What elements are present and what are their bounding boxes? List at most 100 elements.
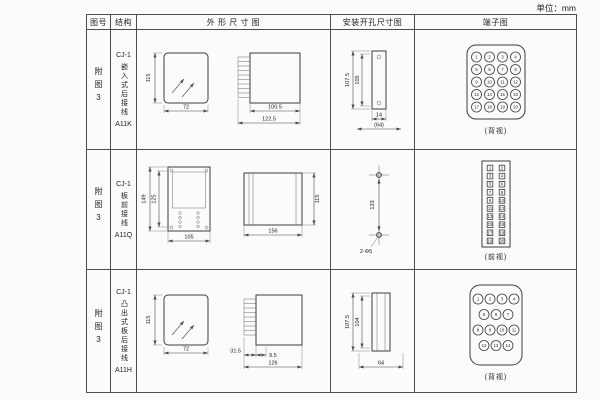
terminal-pin <box>496 88 508 100</box>
structure-cell: CJ-1 凸出式板后接线 A11H <box>110 269 137 393</box>
terminal-pin <box>486 180 493 187</box>
dim-label-107-5: 107.5 <box>345 315 351 329</box>
front-view-body <box>167 166 210 231</box>
model-label: CJ-1 <box>116 180 131 188</box>
terminal-pin <box>496 76 508 87</box>
terminal-number: 6 <box>494 312 497 317</box>
terminal-number: 7 <box>501 67 504 72</box>
table-row-a11q: 附图3 CJ-1 板前接线 A11Q <box>86 149 577 270</box>
terminal-number: 17 <box>474 104 479 109</box>
front-view-body <box>163 52 208 103</box>
dim-label-total-depth: 122.5 <box>262 116 276 122</box>
front-view-body <box>163 294 208 345</box>
terminal-pin <box>470 76 482 87</box>
terminal-pin <box>502 339 513 351</box>
corner-hole <box>169 168 173 172</box>
mounting-drawing-a11k: 107.5 105 14 (64) <box>345 50 401 131</box>
terminal-pin <box>496 51 508 62</box>
terminal-number: 19 <box>487 238 492 243</box>
cutout-outline <box>371 292 390 351</box>
dim-label-115: 115 <box>315 194 321 203</box>
structure-cell: CJ-1 嵌入式后接线 A11K <box>110 29 137 150</box>
corner-hole <box>169 225 173 229</box>
terminal-number: 13 <box>474 92 479 97</box>
knob-arrow-icon <box>171 78 184 93</box>
dim-label-width: 72 <box>182 346 188 352</box>
dim-label-105: 105 <box>184 234 193 240</box>
extension-lines <box>243 172 316 237</box>
terminal-number: 16 <box>513 92 518 97</box>
terminal-number: 13 <box>487 214 492 219</box>
terminal-number: 2 <box>500 165 503 170</box>
extension-lines <box>350 292 370 351</box>
cutout-details <box>376 292 385 351</box>
terminal-pin <box>478 308 489 320</box>
terminal-number: 12 <box>499 206 504 211</box>
terminal-pin <box>486 196 493 204</box>
terminal-pin <box>486 204 493 212</box>
terminal-number: 5 <box>488 181 491 186</box>
mounting-cell: 133 2-Φ5 <box>330 149 415 270</box>
terminal-pin <box>486 229 493 236</box>
table-row-a11k: 附图3 CJ-1 嵌入式后接线 A11K 1 15 <box>86 29 577 150</box>
extension-lines <box>350 50 370 109</box>
terminal-pin <box>496 324 507 335</box>
structure-name-label: 凸出式板后接线 <box>120 299 128 363</box>
dim-label-9-5: 9.5 <box>269 353 277 359</box>
terminal-block-outline <box>466 44 525 119</box>
terminal-strip-outline <box>481 160 510 247</box>
cutout-outline <box>371 50 386 109</box>
terminal-pin <box>502 308 513 320</box>
terminal-number: 15 <box>500 92 505 97</box>
terminal-pin <box>472 324 483 335</box>
dim-label-104: 104 <box>355 317 361 326</box>
hole-spec-label: 2-Φ5 <box>359 249 371 255</box>
terminal-pin <box>498 221 505 228</box>
outline-drawing-a11q: 149 125 105 156 115 <box>141 166 321 243</box>
model-label: CJ-1 <box>116 288 131 296</box>
table-header-row: 图号 结构 外 形 尺 寸 图 安装开孔尺寸图 端子图 <box>86 14 577 30</box>
terminal-number: 7 <box>488 189 491 194</box>
outline-cell: 115 72 100.5 122.5 <box>136 29 331 150</box>
mounting-hole <box>375 171 382 178</box>
knob-arrow-icon <box>181 82 194 97</box>
terminal-number: 18 <box>487 104 492 109</box>
view-caption: (前视) <box>484 252 507 261</box>
terminal-block-outline <box>469 284 522 365</box>
code-label: A11Q <box>114 231 133 239</box>
terminal-pin <box>498 229 505 236</box>
terminal-pin <box>496 293 507 304</box>
terminal-number: 15 <box>487 222 492 227</box>
terminal-number: 8 <box>514 67 517 72</box>
terminal-number: 11 <box>511 327 516 332</box>
terminal-number: 3 <box>488 173 491 178</box>
terminal-number: 1 <box>488 165 491 170</box>
fig-no-cell: 附图3 <box>86 29 111 150</box>
terminal-number: 8 <box>476 327 479 332</box>
dim-label-133: 133 <box>370 200 376 209</box>
dim-label-31-5: 31.5 <box>230 348 241 354</box>
terminal-pin <box>508 324 519 335</box>
terminal-pin <box>470 101 482 112</box>
front-terminal-screws <box>177 210 200 228</box>
terminal-pin <box>486 188 493 195</box>
outline-cell: 149 125 105 156 115 <box>136 149 331 270</box>
terminal-pin <box>498 188 505 195</box>
terminal-number: 1 <box>475 54 478 59</box>
knob-arrow-icon <box>171 320 184 335</box>
terminal-pin <box>509 88 521 100</box>
terminal-number: 14 <box>499 214 504 219</box>
terminal-pin <box>486 237 493 244</box>
terminal-pin <box>483 101 495 112</box>
mounting-cell: 107.5 104 64 <box>330 269 415 393</box>
extension-lines <box>243 336 266 357</box>
terminal-number: 4 <box>500 173 503 178</box>
terminal-pin <box>486 164 493 171</box>
dim-label-107-5: 107.5 <box>345 73 351 87</box>
terminal-pin <box>498 237 505 244</box>
terminal-number: 9 <box>475 79 478 84</box>
terminal-number: 3 <box>500 296 503 301</box>
code-label: A11K <box>115 120 132 128</box>
